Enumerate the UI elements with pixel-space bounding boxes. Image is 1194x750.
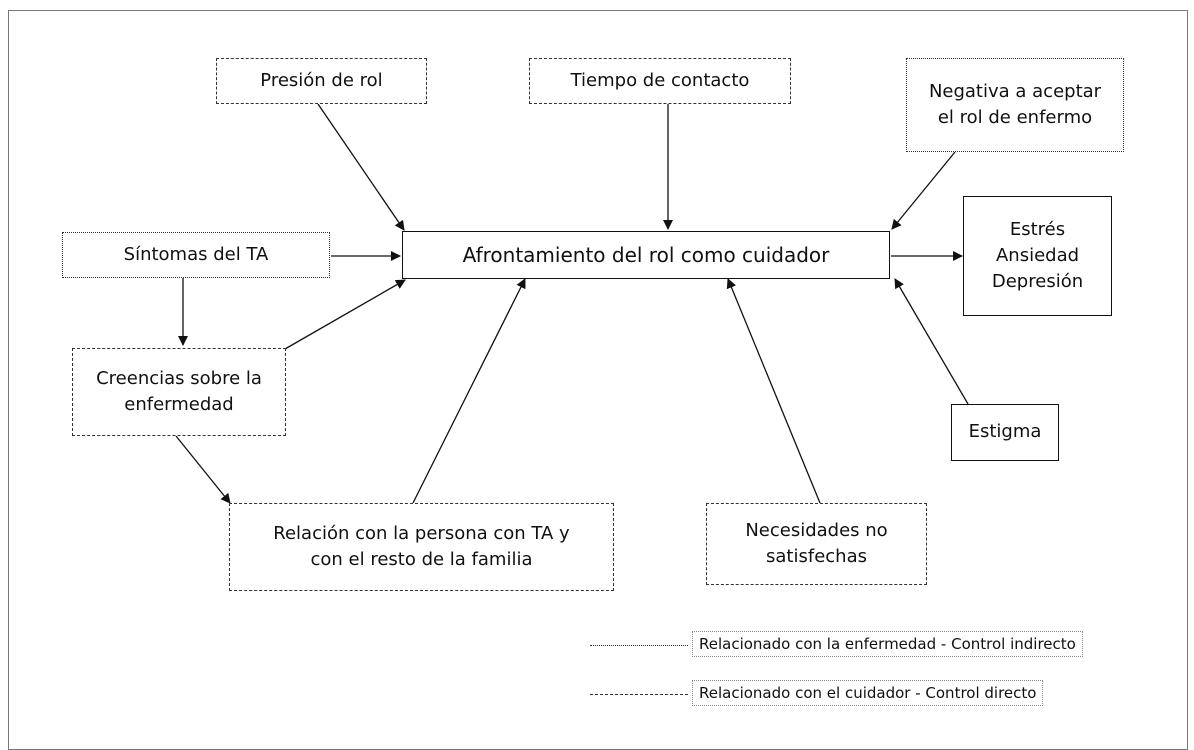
box-creencias-enfermedad: Creencias sobre la enfermedad [72,348,286,436]
box-estres-ansiedad-depresion: Estrés Ansiedad Depresión [963,196,1112,316]
box-tiempo-de-contacto: Tiempo de contacto [529,58,791,104]
arrow-presion-to-central [317,103,405,231]
box-presion-de-rol: Presión de rol [216,58,427,104]
box-negativa-rol-enfermo: Negativa a aceptar el rol de enfermo [906,58,1124,152]
legend-dotted-label: Relacionado con la enfermedad - Control … [692,631,1083,657]
legend-dashed-label: Relacionado con el cuidador - Control di… [692,680,1044,706]
box-necesidades-no-satisfechas: Necesidades no satisfechas [706,503,927,585]
box-afrontamiento-rol-cuidador: Afrontamiento del rol como cuidador [402,231,890,279]
box-relacion-persona-familia: Relación con la persona con TA y con el … [229,503,614,591]
arrow-estigma-to-central [894,278,969,405]
legend-dashed-line-sample [590,694,688,695]
legend-dotted-line-sample [590,645,688,646]
arrow-creencias-to-central [284,279,406,350]
arrow-necesidades-to-central [726,278,821,504]
arrow-creencias-to-relacion [175,435,231,504]
box-estigma: Estigma [951,404,1059,461]
arrow-negativa-to-central [891,151,956,230]
arrow-relacion-to-central [412,278,526,504]
box-sintomas-del-ta: Síntomas del TA [62,232,330,278]
